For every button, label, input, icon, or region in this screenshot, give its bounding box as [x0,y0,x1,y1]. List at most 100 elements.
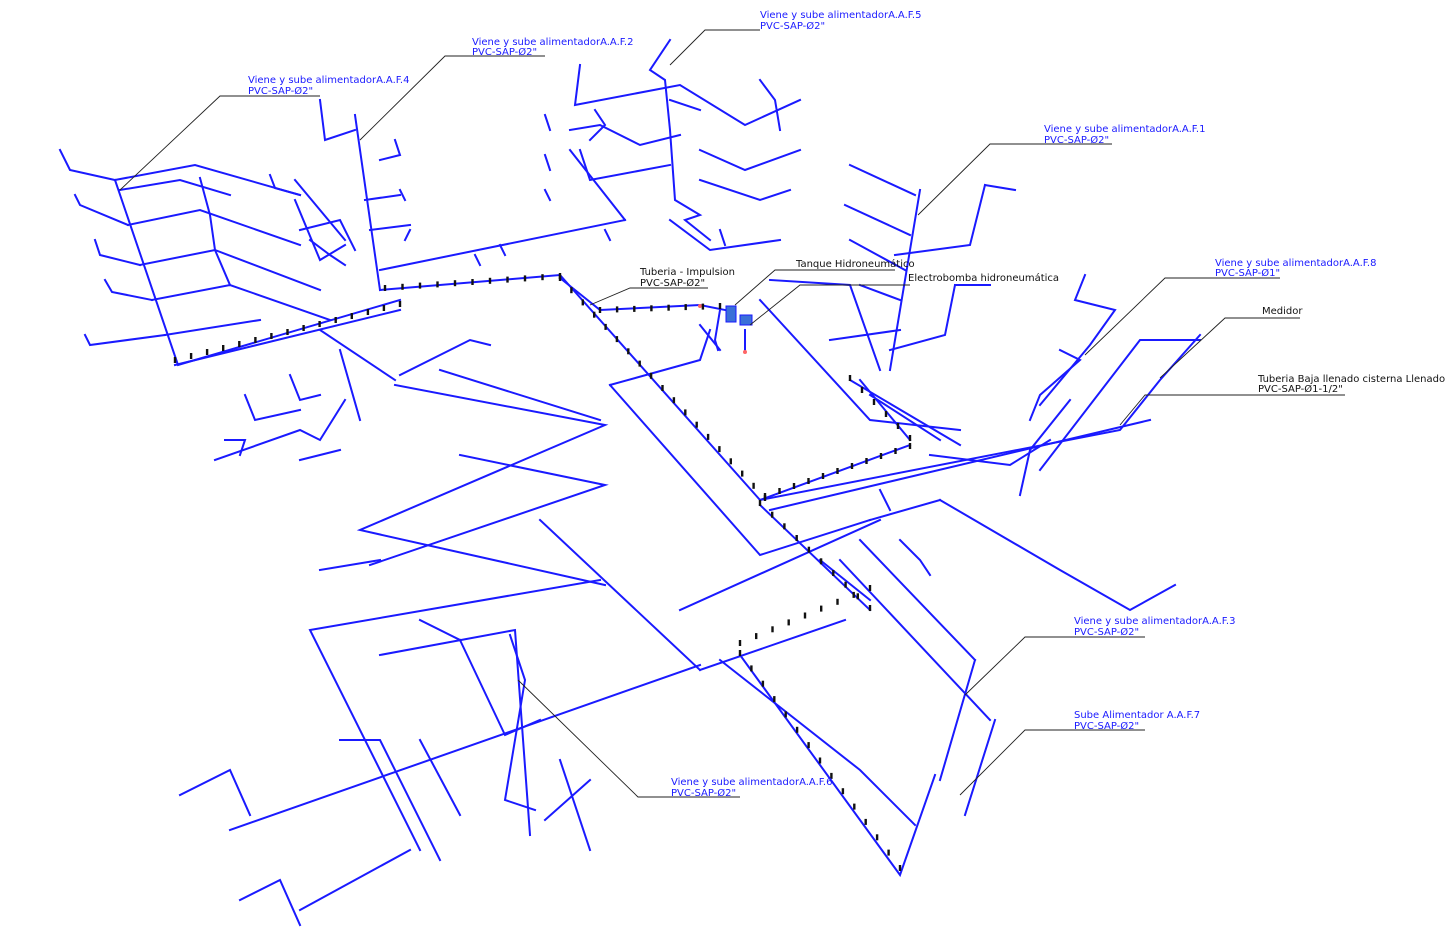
label-aaf4-line2: PVC-SAP-Ø2" [248,85,313,97]
label-electrobomba: Electrobomba hidroneumática [908,272,1059,284]
valve-tick [205,349,209,355]
label-impulsion-line2: PVC-SAP-Ø2" [640,277,705,289]
valve-tick [615,336,619,343]
valve-tick [453,280,457,287]
valve-tick [334,317,337,323]
label-aaf2-line2: PVC-SAP-Ø2" [472,46,537,58]
valve-tick [270,333,273,339]
valve-tick [787,619,790,626]
valve-tick [758,500,762,506]
leader-aaf6 [517,679,740,798]
valve-tick [383,285,387,291]
valve-tick [633,305,636,312]
valve-tick [488,277,492,284]
valve-tick [868,585,872,591]
valve-tick [784,711,787,718]
valve-tick [856,593,859,600]
leader-impulsion [589,287,708,306]
pipe-branch-aaf2 [318,98,627,292]
valve-tick [672,397,676,404]
valve-tick [398,301,402,307]
valve-tick [649,372,653,379]
label-tanque: Tanque Hidroneumático [795,258,915,270]
valve-tick [604,323,607,330]
valve-tick [875,834,879,841]
pipe-branch-aaf5 [543,38,802,252]
valve-tick [803,612,807,619]
valve-tick [783,523,786,530]
valve-tick [661,385,664,391]
leader-aaf8 [1084,277,1280,356]
pipe-branch-aaf4 [58,148,402,367]
valve-tick [879,453,883,459]
valve-tick [741,470,744,477]
valve-tick [638,360,641,367]
valve-tick [795,535,798,541]
leader-aaf3 [964,636,1145,696]
label-aaf5-line2: PVC-SAP-Ø2" [760,20,825,32]
valve-tick [844,581,847,588]
valve-tick [807,742,810,749]
label-aaf7-line2: PVC-SAP-Ø2" [1074,720,1139,732]
valve-tick [761,680,765,687]
valve-tick [763,493,767,499]
labels: Viene y sube alimentadorA.A.F.5 PVC-SAP-… [248,10,1445,799]
valve-tick [795,726,799,733]
leader-aaf7 [959,729,1145,796]
label-aaf7-line1: Sube Alimentador A.A.F.7 [1074,710,1200,721]
valve-tick [864,818,867,825]
label-aaf8-line2: PVC-SAP-Ø1" [1215,267,1280,279]
valve-tick [718,446,721,453]
pipe-branch-left-cluster [213,328,397,462]
valve-tick [771,511,774,518]
valve-tick [729,458,732,465]
hydropneumatic-tank [725,305,737,323]
valve-tick [541,274,544,281]
label-aaf3-line2: PVC-SAP-Ø2" [1074,626,1139,638]
valve-tick [898,865,902,871]
pipe-branch-aaf3-aaf7 [678,488,1177,878]
valve-tick [222,345,225,351]
valve-tick [238,341,241,347]
valve-tick [830,772,833,779]
electropump [739,314,753,326]
valve-tick [718,303,722,309]
valve-tick [684,409,687,416]
valve-tick [894,448,897,454]
valve-tick [570,287,573,294]
valve-tick [908,435,912,441]
leader-medidor [1159,317,1300,379]
valve-tick [302,325,305,331]
valve-tick [667,304,670,311]
valve-tick [695,421,698,428]
valve-tick [750,665,753,672]
valve-tick [598,307,602,313]
leader-baja [1119,394,1345,426]
valve-tick [366,309,370,315]
valve-tick [286,329,289,335]
outlet-marker [743,350,747,354]
pump-equipment [698,304,753,354]
valve-tick [821,473,825,479]
label-aaf3-line1: Viene y sube alimentadorA.A.F.3 [1074,616,1235,627]
valve-tick [832,570,835,576]
pipe-branch-aaf1 [843,163,1117,447]
leader-aaf2 [359,55,545,141]
valve-tick [872,399,876,405]
pipe-branch-lower-left [178,338,702,927]
valve-tick [818,757,822,764]
pipe-branch-aaf8 [758,333,1202,512]
valve-tick [853,803,856,810]
valve-tick [887,849,890,856]
valve-tick [868,605,872,611]
label-aaf1-line2: PVC-SAP-Ø2" [1044,134,1109,146]
label-baja-line1: Tuberia Baja llenado cisterna Llenado [1257,374,1445,385]
valve-tick [836,598,839,605]
valve-tick [650,305,653,312]
valve-tick [738,650,742,656]
inlet-marker [698,304,702,308]
valve-tick [860,387,864,393]
valve-tick [807,478,810,484]
leader-aaf5 [669,29,760,66]
